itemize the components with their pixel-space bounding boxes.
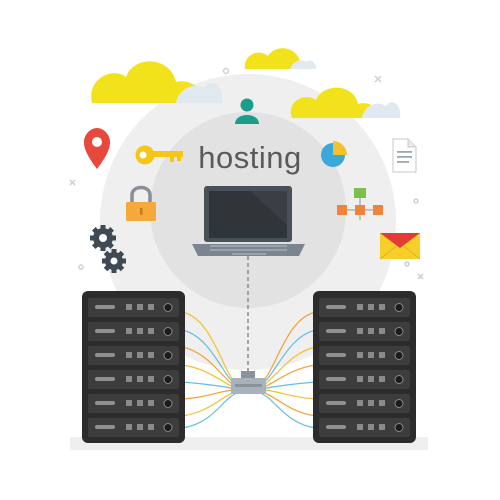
cloud-icon xyxy=(91,61,223,103)
mail-icon xyxy=(379,233,421,260)
server-unit xyxy=(319,394,410,413)
server-unit xyxy=(88,346,179,365)
server-rack-icon xyxy=(313,291,416,443)
sparkle-decoration xyxy=(69,67,424,280)
server-unit xyxy=(88,394,179,413)
illustration-title: hosting xyxy=(198,140,302,175)
cloud-icon xyxy=(244,48,316,69)
gears-icon xyxy=(90,225,126,273)
laptop-icon xyxy=(192,186,305,256)
document-icon xyxy=(392,138,417,173)
server-unit xyxy=(319,298,410,317)
pie-chart-icon xyxy=(321,141,347,167)
cloud-icon xyxy=(290,87,401,118)
network-icon xyxy=(337,188,383,220)
server-unit xyxy=(319,370,410,389)
server-rack-icon xyxy=(82,291,185,443)
server-unit xyxy=(88,298,179,317)
server-unit xyxy=(319,322,410,341)
server-unit xyxy=(88,418,179,437)
padlock-icon xyxy=(126,185,156,221)
server-unit xyxy=(88,322,179,341)
location-pin-icon xyxy=(84,128,110,169)
server-unit xyxy=(88,370,179,389)
user-icon xyxy=(235,98,259,124)
server-unit xyxy=(319,418,410,437)
server-unit xyxy=(319,346,410,365)
network-hub-icon xyxy=(231,371,266,394)
key-icon xyxy=(135,145,183,165)
